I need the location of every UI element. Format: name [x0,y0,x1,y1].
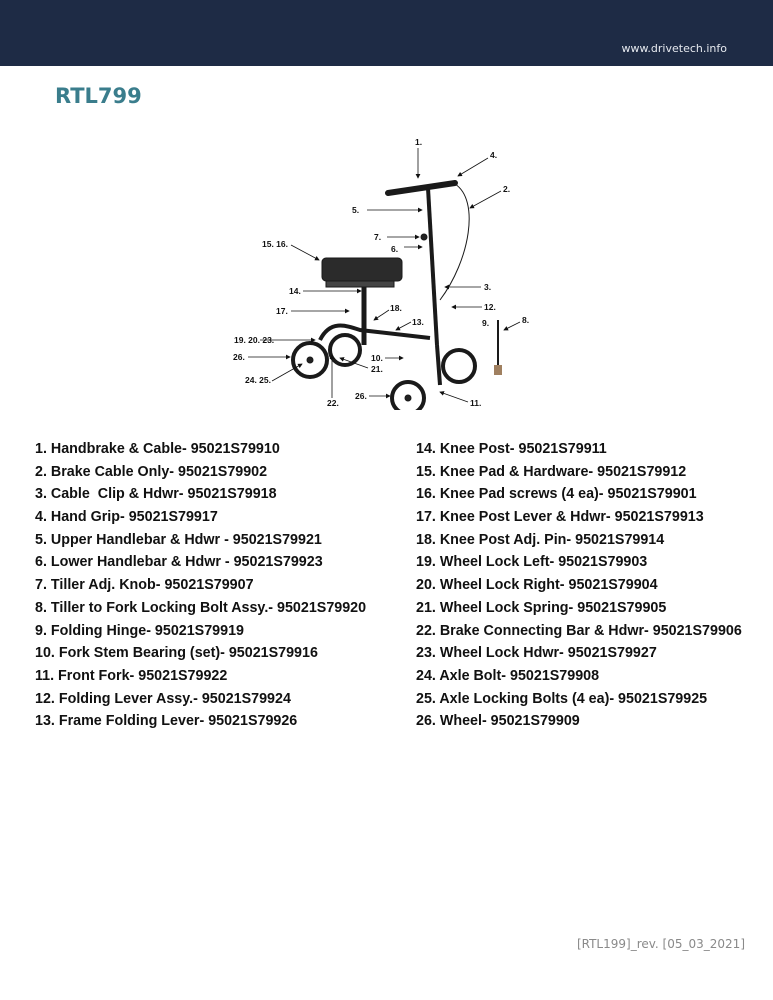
callout-label: 21. [371,364,383,374]
callout-label: 11. [470,398,481,408]
callout-label: 8. [522,315,529,325]
callout-label: 3. [484,282,491,292]
part-item: 20. Wheel Lock Right- 95021S79904 [416,577,658,594]
part-item: 10. Fork Stem Bearing (set)- 95021S79916 [35,645,318,662]
page-title: RTL799 [55,84,142,108]
part-item: 24. Axle Bolt- 95021S79908 [416,667,600,684]
part-item: 8. Tiller to Fork Locking Bolt Assy.- 95… [35,599,367,616]
part-item: 2. Brake Cable Only- 95021S79902 [35,463,268,480]
part-item: 18. Knee Post Adj. Pin- 95021S79914 [416,531,665,548]
parts-list-left: 1. Handbrake & Cable- 95021S79910 2. Bra… [35,438,366,733]
part-item: 9. Folding Hinge- 95021S79919 [35,622,244,639]
callout-labels: 1. 4. 2. 5. 7. 6. 15. 16. 14. 17. 18. 3.… [233,137,529,408]
part-item: 23. Wheel Lock Hdwr- 95021S79927 [416,645,657,662]
callout-label: 26. [355,391,367,401]
scooter-illustration [291,180,502,410]
part-item: 1. Handbrake & Cable- 95021S79910 [35,441,280,457]
website-url: www.drivetech.info [621,42,727,55]
callout-label: 12. [484,302,496,312]
part-item: 13. Frame Folding Lever- 95021S79926 [35,713,298,730]
part-item: 22. Brake Connecting Bar & Hdwr- 95021S7… [416,622,742,639]
callout-label: 22. [327,398,339,408]
revision-footer: [RTL199]_rev. [05_03_2021] [576,937,745,951]
callout-label: 5. [352,205,359,215]
part-item: 16. Knee Pad screws (4 ea)- 95021S79901 [416,486,697,503]
part-item: 17. Knee Post Lever & Hdwr- 95021S79913 [416,509,704,526]
callout-label: 26. [233,352,245,362]
part-item: 5. Upper Handlebar & Hdwr - 95021S79921 [35,531,322,548]
part-item: 21. Wheel Lock Spring- 95021S79905 [416,599,667,616]
part-item: 15. Knee Pad & Hardware- 95021S79912 [416,463,687,480]
callout-label: 7. [374,232,381,242]
part-item: 3. Cable Clip & Hdwr- 95021S79918 [35,486,277,503]
page-header: www.drivetech.info [0,0,773,66]
callout-label: 6. [391,244,398,254]
scooter-parts-diagram: 1. 4. 2. 5. 7. 6. 15. 16. 14. 17. 18. 3.… [233,137,529,410]
part-item: 12. Folding Lever Assy.- 95021S79924 [35,690,291,707]
callout-label: 9. [482,318,489,328]
part-item: 7. Tiller Adj. Knob- 95021S79907 [35,577,254,594]
callout-label: 1. [415,137,422,147]
callout-label: 14. [289,286,301,296]
callout-label: 24. 25. [245,375,271,385]
callout-label: 19. 20. 23. [234,335,274,345]
callout-label: 4. [490,150,497,160]
callout-label: 13. [412,317,424,327]
part-item: 6. Lower Handlebar & Hdwr - 95021S79923 [35,554,323,571]
part-item: 19. Wheel Lock Left- 95021S79903 [416,554,648,571]
callout-label: 15. 16. [262,239,288,249]
callout-label: 17. [276,306,288,316]
callout-label: 18. [390,303,402,313]
parts-list-right: 14. Knee Post- 95021S79911 15. Knee Pad … [416,438,742,733]
part-item: 11. Front Fork- 95021S79922 [35,667,228,684]
callout-label: 10. [371,353,383,363]
part-item: 25. Axle Locking Bolts (4 ea)- 95021S799… [416,690,708,707]
callout-arrows [248,148,521,403]
part-item: 26. Wheel- 95021S79909 [416,713,580,730]
part-item: 4. Hand Grip- 95021S79917 [35,509,218,526]
part-item: 14. Knee Post- 95021S79911 [416,441,607,457]
callout-label: 2. [503,184,510,194]
